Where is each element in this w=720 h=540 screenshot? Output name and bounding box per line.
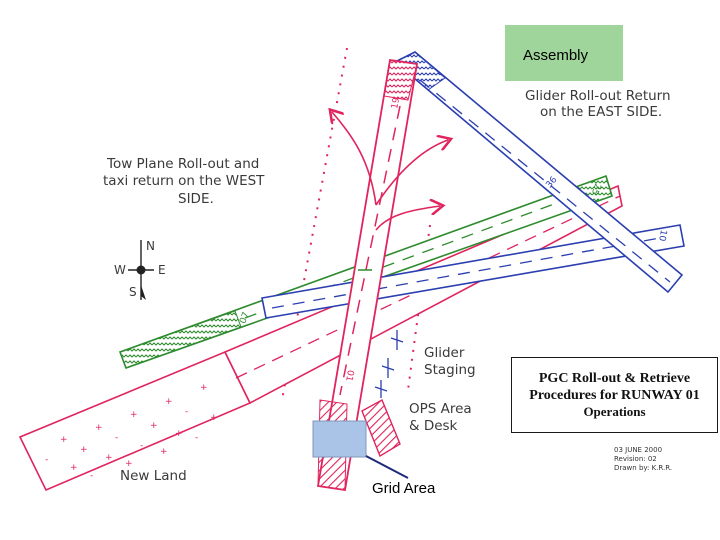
title-line-1: PGC Roll-out & Retrieve	[538, 371, 691, 386]
new-land-label: New Land	[120, 468, 187, 484]
runway-label-10: 10	[656, 229, 668, 242]
svg-text:+: +	[165, 397, 173, 407]
runway-label-25: 25	[589, 182, 602, 196]
meta-drawn-by: Drawn by: K.R.R.	[614, 464, 673, 472]
svg-text:+: +	[150, 421, 158, 431]
svg-text:+: +	[210, 413, 218, 423]
svg-text:+: +	[80, 445, 88, 455]
compass-e: E	[158, 263, 166, 277]
grid-area-leader	[365, 455, 409, 479]
drawing-meta: 03 JUNE 2000 Revision: 02 Drawn by: K.R.…	[614, 446, 672, 473]
grid-area-label: Grid Area	[372, 480, 436, 497]
runway-label-19: 19	[390, 97, 402, 110]
svg-text:+: +	[130, 410, 138, 420]
glider-staging-label: Glider Staging	[424, 345, 476, 378]
svg-text:-: -	[195, 433, 198, 443]
compass-rose: N E W S	[114, 239, 166, 300]
assembly-area	[505, 25, 623, 81]
svg-text:+: +	[200, 383, 208, 393]
title-block: PGC Roll-out & Retrieve Procedures for R…	[511, 357, 718, 433]
svg-text:-: -	[115, 433, 118, 443]
svg-text:+: +	[175, 429, 183, 439]
svg-text:-: -	[140, 441, 143, 451]
compass-s: S	[129, 285, 137, 299]
compass-n: N	[146, 239, 155, 253]
glider-staging-markers	[374, 330, 404, 398]
meta-date: 03 JUNE 2000	[614, 446, 663, 454]
svg-text:+: +	[125, 459, 133, 469]
new-land-area: +++++ -+-+- ++-++ -++-	[18, 184, 623, 492]
glider-rollout-label: Glider Roll-out Return on the EAST SIDE.	[525, 88, 675, 120]
runway-label-07: 07	[238, 311, 251, 325]
compass-w: W	[114, 263, 126, 277]
title-line-3: Operations	[583, 404, 646, 419]
ops-area-marker	[361, 399, 401, 458]
svg-text:+: +	[70, 463, 78, 473]
svg-text:-: -	[90, 471, 93, 481]
svg-text:-: -	[45, 455, 48, 465]
assembly-label: Assembly	[523, 47, 589, 64]
grid-area-box	[312, 420, 367, 458]
svg-text:+: +	[105, 453, 113, 463]
runway-label-01: 01	[343, 369, 355, 382]
svg-text:+: +	[160, 447, 168, 457]
runway-36	[393, 51, 684, 294]
meta-revision: Revision: 02	[614, 455, 657, 463]
title-line-2: Procedures for RUNWAY 01	[529, 388, 700, 403]
svg-text:+: +	[95, 423, 103, 433]
ops-area-label: OPS Area & Desk	[409, 401, 476, 434]
svg-text:+: +	[60, 435, 68, 445]
svg-text:-: -	[185, 407, 188, 417]
rollout-arrows	[332, 112, 448, 231]
tow-plane-label: Tow Plane Roll-out and taxi return on th…	[103, 156, 269, 207]
